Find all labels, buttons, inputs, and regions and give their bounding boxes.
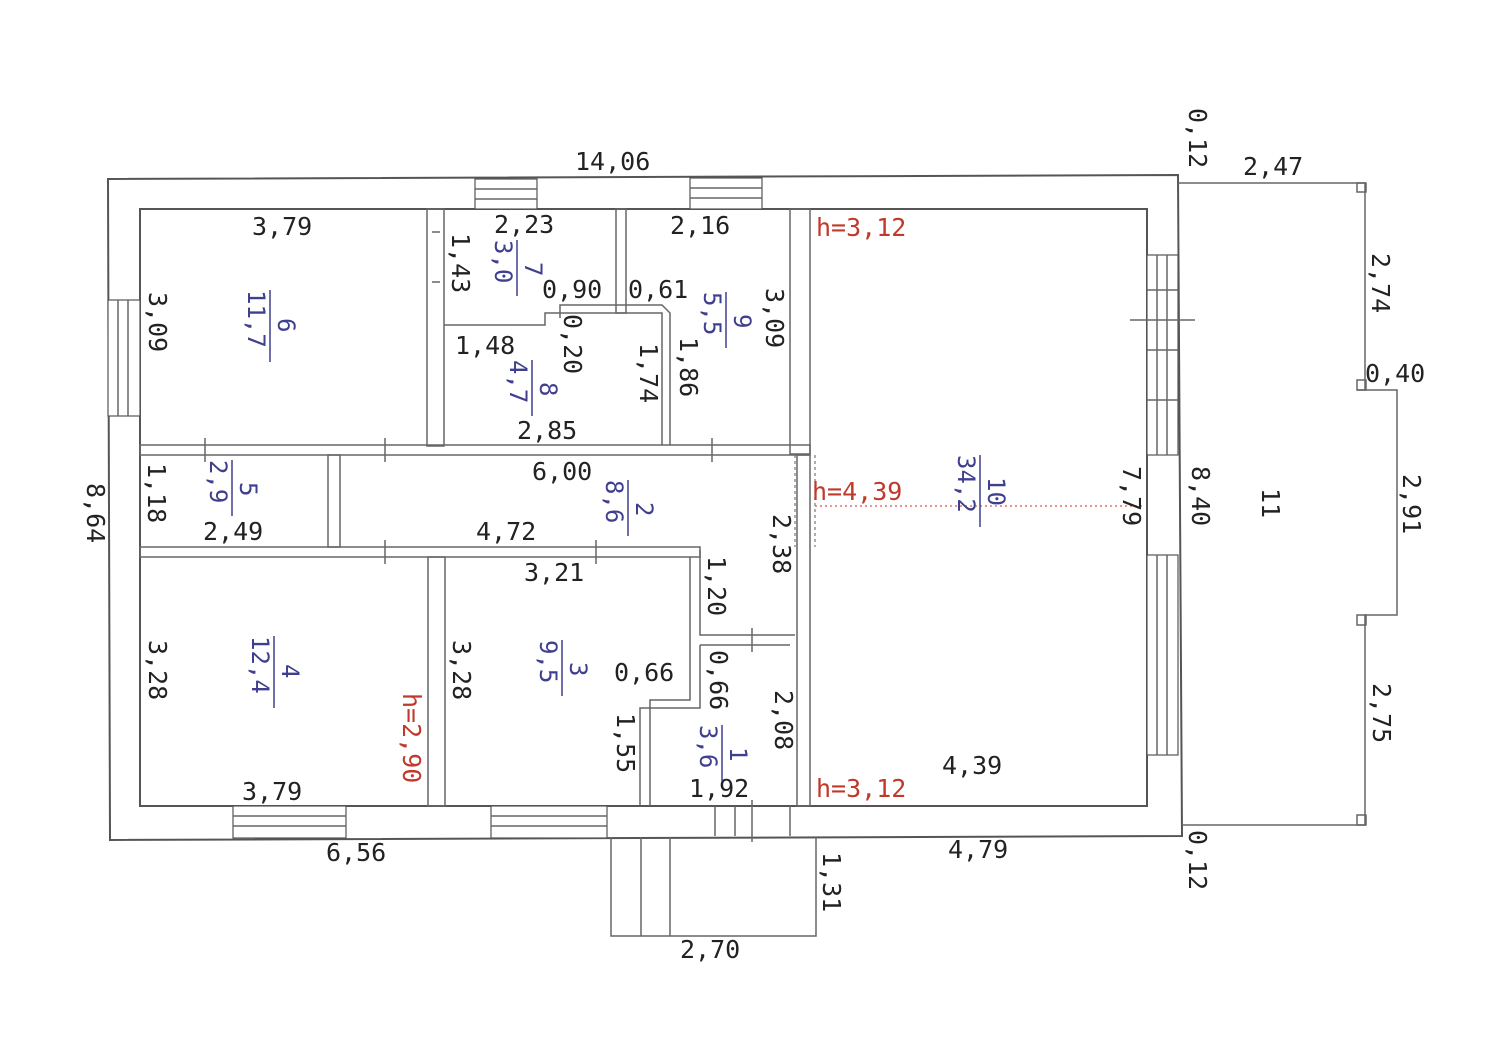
dim-r10-height: 7,79	[1117, 466, 1146, 526]
window-bottom-left	[232, 805, 347, 839]
dim-r6-width: 3,79	[252, 212, 312, 241]
svg-text:11,7: 11,7	[242, 290, 270, 348]
dim-wall-bottom-right: 0,12	[1183, 830, 1212, 890]
dim-r3-height: 3,28	[447, 640, 476, 700]
room-7-label: 7 3,0	[489, 240, 547, 296]
dim-r7-height: 1,43	[446, 233, 475, 293]
room-labels: 6 11,7 7 3,0 8 4,7 9 5,5 5 2,9 2 8,6	[204, 240, 1285, 781]
dim-r10-width: 4,39	[942, 751, 1002, 780]
svg-text:9: 9	[728, 314, 756, 328]
dim-r8-offset: 0,20	[558, 314, 587, 374]
dim-r8-width: 2,85	[517, 416, 577, 445]
dim-r4-height: 3,28	[143, 640, 172, 700]
dim-r1-top: 1,20	[702, 556, 731, 616]
room-1-label: 1 3,6	[694, 725, 752, 781]
svg-text:5,5: 5,5	[698, 292, 726, 335]
room-8-label: 8 4,7	[504, 360, 562, 416]
outer-walls	[106, 173, 1184, 842]
room-6-label: 6 11,7	[242, 290, 300, 362]
room-2-label: 2 8,6	[600, 480, 658, 536]
room-11-label: 11	[1256, 488, 1285, 518]
svg-text:8,6: 8,6	[600, 480, 628, 523]
svg-text:11: 11	[1256, 488, 1285, 518]
dim-porch-depth: 1,31	[817, 852, 846, 912]
dim-r1-width: 1,92	[689, 774, 749, 803]
svg-text:9,5: 9,5	[534, 640, 562, 683]
height-r10-bottom: h=3,12	[816, 774, 906, 803]
dim-r9-height: 3,09	[760, 288, 789, 348]
room-4-label: 4 12,4	[246, 636, 304, 708]
window-left	[107, 299, 141, 417]
svg-text:2: 2	[630, 502, 658, 516]
dim-r5-height: 1,18	[142, 463, 171, 523]
dim-r9-inner: 1,86	[674, 337, 703, 397]
svg-text:12,4: 12,4	[246, 636, 274, 694]
height-r10-top: h=3,12	[816, 213, 906, 242]
dim-r11-gap: 0,40	[1365, 359, 1425, 388]
dim-hall-lower: 4,72	[476, 517, 536, 546]
dim-r11-top: 2,74	[1366, 253, 1395, 313]
dim-r11-bottom: 2,75	[1367, 683, 1396, 743]
windows	[107, 177, 1195, 842]
dim-r8-step: 0,90	[542, 275, 602, 304]
svg-text:4,7: 4,7	[504, 360, 532, 403]
svg-text:3,6: 3,6	[694, 725, 722, 768]
dim-total-width: 8,64	[81, 483, 110, 543]
svg-text:10: 10	[982, 477, 1010, 506]
dim-bottom-right: 4,79	[948, 835, 1008, 864]
height-r10-mid: h=4,39	[812, 477, 902, 506]
svg-text:7: 7	[519, 262, 547, 276]
svg-text:5: 5	[234, 482, 262, 496]
dim-r1-height: 2,08	[769, 690, 798, 750]
room-9-label: 9 5,5	[698, 292, 756, 348]
room-10-label: 10 34,2	[952, 455, 1010, 527]
svg-text:8: 8	[534, 382, 562, 396]
window-bottom-mid	[490, 805, 608, 839]
svg-text:3: 3	[564, 662, 592, 676]
dim-r9-width: 2,16	[670, 211, 730, 240]
height-labels: h=3,12 h=4,39 h=3,12 h=2,90	[397, 213, 906, 803]
dim-r8-width-top: 1,48	[455, 331, 515, 360]
room-3-label: 3 9,5	[534, 640, 592, 696]
window-right-lower	[1146, 554, 1179, 756]
dim-r3-width: 3,21	[524, 558, 584, 587]
dimension-labels: 14,06 2,47 3,79 2,23 2,16 0,90 0,61 1,48…	[81, 108, 1426, 964]
dim-hall-width: 6,00	[532, 457, 592, 486]
dim-wall-top-right: 0,12	[1183, 108, 1212, 168]
room-5-label: 5 2,9	[204, 460, 262, 516]
dim-r1-notch: 0,66	[704, 650, 733, 710]
dim-porch-width: 2,70	[680, 935, 740, 964]
dim-r9-step: 0,61	[628, 275, 688, 304]
svg-text:1: 1	[724, 747, 752, 761]
dim-ext-height: 8,40	[1186, 466, 1215, 526]
dim-r11-width: 2,47	[1243, 152, 1303, 181]
height-r4: h=2,90	[397, 693, 426, 783]
window-top-left	[474, 178, 538, 210]
dim-r7-width: 2,23	[494, 210, 554, 239]
porch	[610, 837, 817, 937]
entrance-door	[714, 800, 791, 842]
window-top-mid	[689, 177, 763, 210]
dim-hall-height: 2,38	[767, 514, 796, 574]
dim-r3-notch: 0,66	[614, 658, 674, 687]
dim-r6-height: 3,09	[143, 292, 172, 352]
svg-text:34,2: 34,2	[952, 455, 980, 513]
svg-text:2,9: 2,9	[204, 460, 232, 503]
dim-bottom-left: 6,56	[326, 838, 386, 867]
svg-text:4: 4	[276, 664, 304, 678]
svg-text:6: 6	[272, 318, 300, 332]
dim-r8-height: 1,74	[634, 343, 663, 403]
terrace-11	[1178, 182, 1398, 826]
dim-r11-mid: 2,91	[1397, 474, 1426, 534]
interior-walls	[139, 208, 811, 807]
window-right-upper	[1130, 254, 1195, 456]
dim-r3-lower: 1,55	[611, 713, 640, 773]
dim-r4-width: 3,79	[242, 777, 302, 806]
dim-r5-width: 2,49	[203, 517, 263, 546]
dim-total-length: 14,06	[575, 147, 650, 176]
svg-text:3,0: 3,0	[489, 240, 517, 283]
